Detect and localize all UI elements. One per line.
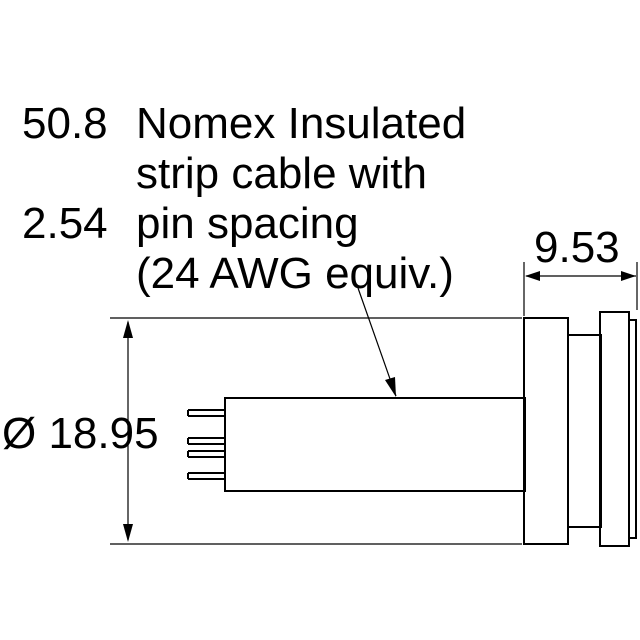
arrow-up-icon <box>123 320 133 338</box>
annotation-line-3: pin spacing <box>136 199 359 248</box>
connector-end-cap <box>599 311 630 547</box>
connector-neck <box>567 334 602 528</box>
leader-arrow-icon <box>385 377 396 397</box>
annotation-line-4: (24 AWG equiv.) <box>136 249 454 298</box>
length-dimension-label: 9.53 <box>534 223 620 272</box>
arrow-left-icon <box>525 271 540 281</box>
pin-spacing-value: 2.54 <box>22 199 108 248</box>
connector-end-rim <box>628 319 637 539</box>
pins <box>187 409 225 480</box>
arrow-down-icon <box>123 524 133 542</box>
connector-body <box>224 397 526 492</box>
leader-line <box>357 287 397 397</box>
connector-flange <box>523 317 569 545</box>
annotation-line-1: Nomex Insulated <box>136 99 467 148</box>
arrow-right-icon <box>621 271 636 281</box>
cable-length-value: 50.8 <box>22 99 108 148</box>
annotation-line-2: strip cable with <box>136 149 428 198</box>
diameter-dimension-label: Ø 18.95 <box>2 409 159 458</box>
